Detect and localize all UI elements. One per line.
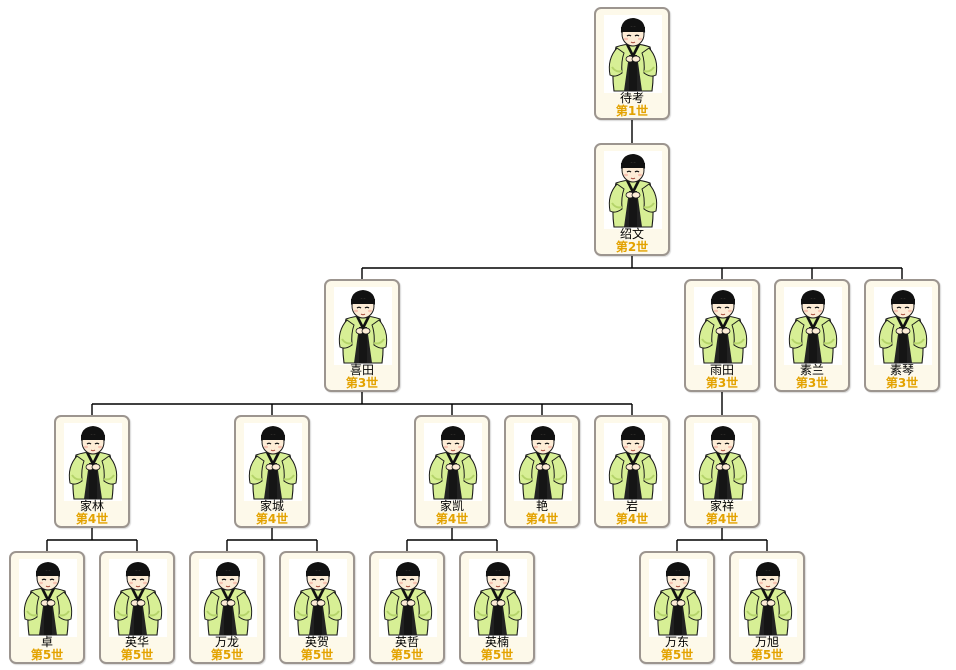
ancestor-portrait-icon bbox=[64, 423, 122, 501]
member-name: 家祥 bbox=[709, 499, 734, 513]
member-generation: 第5世 bbox=[390, 648, 424, 662]
member-card-m8[interactable]: 家城第4世 bbox=[234, 415, 310, 528]
member-card-m1[interactable]: 待考第1世 bbox=[594, 7, 670, 120]
member-card-m13[interactable]: 卓第5世 bbox=[9, 551, 85, 664]
member-card-m16[interactable]: 英贺第5世 bbox=[279, 551, 355, 664]
ancestor-portrait-icon bbox=[649, 559, 707, 637]
member-generation: 第3世 bbox=[795, 376, 829, 390]
member-card-m17[interactable]: 英哲第5世 bbox=[369, 551, 445, 664]
ancestor-portrait-icon bbox=[244, 423, 302, 501]
member-generation: 第5世 bbox=[480, 648, 514, 662]
member-name: 素琴 bbox=[889, 363, 914, 377]
ancestor-portrait-icon bbox=[334, 287, 392, 365]
ancestor-portrait-icon bbox=[289, 559, 347, 637]
ancestor-portrait-icon bbox=[784, 287, 842, 365]
member-generation: 第4世 bbox=[255, 512, 289, 526]
member-name: 英贺 bbox=[304, 635, 329, 649]
member-name: 万东 bbox=[664, 635, 689, 649]
member-name: 岩 bbox=[625, 499, 638, 513]
ancestor-portrait-icon bbox=[379, 559, 437, 637]
member-name: 喜田 bbox=[349, 363, 374, 377]
member-card-m20[interactable]: 万旭第5世 bbox=[729, 551, 805, 664]
member-name: 家凯 bbox=[439, 499, 464, 513]
member-card-m4[interactable]: 雨田第3世 bbox=[684, 279, 760, 392]
member-generation: 第5世 bbox=[120, 648, 154, 662]
member-card-m10[interactable]: 艳第4世 bbox=[504, 415, 580, 528]
member-card-m18[interactable]: 英楠第5世 bbox=[459, 551, 535, 664]
member-generation: 第4世 bbox=[705, 512, 739, 526]
member-card-m7[interactable]: 家林第4世 bbox=[54, 415, 130, 528]
ancestor-portrait-icon bbox=[424, 423, 482, 501]
member-generation: 第3世 bbox=[885, 376, 919, 390]
member-card-m9[interactable]: 家凯第4世 bbox=[414, 415, 490, 528]
member-name: 绍文 bbox=[619, 227, 644, 241]
member-name: 英华 bbox=[124, 635, 149, 649]
member-name: 雨田 bbox=[709, 363, 734, 377]
ancestor-portrait-icon bbox=[109, 559, 167, 637]
member-generation: 第4世 bbox=[525, 512, 559, 526]
member-card-m11[interactable]: 岩第4世 bbox=[594, 415, 670, 528]
ancestor-portrait-icon bbox=[739, 559, 797, 637]
member-name: 万旭 bbox=[754, 635, 779, 649]
member-generation: 第4世 bbox=[615, 512, 649, 526]
member-generation: 第5世 bbox=[750, 648, 784, 662]
ancestor-portrait-icon bbox=[874, 287, 932, 365]
member-name: 家城 bbox=[259, 499, 284, 513]
ancestor-portrait-icon bbox=[199, 559, 257, 637]
member-generation: 第4世 bbox=[435, 512, 469, 526]
member-name: 卓 bbox=[40, 635, 53, 649]
ancestor-portrait-icon bbox=[604, 15, 662, 93]
member-card-m2[interactable]: 绍文第2世 bbox=[594, 143, 670, 256]
ancestor-portrait-icon bbox=[694, 423, 752, 501]
member-card-m5[interactable]: 素兰第3世 bbox=[774, 279, 850, 392]
member-name: 素兰 bbox=[799, 363, 824, 377]
member-generation: 第5世 bbox=[660, 648, 694, 662]
member-name: 英哲 bbox=[394, 635, 419, 649]
ancestor-portrait-icon bbox=[604, 151, 662, 229]
ancestor-portrait-icon bbox=[469, 559, 527, 637]
member-card-m14[interactable]: 英华第5世 bbox=[99, 551, 175, 664]
ancestor-portrait-icon bbox=[19, 559, 77, 637]
member-card-m3[interactable]: 喜田第3世 bbox=[324, 279, 400, 392]
member-generation: 第5世 bbox=[300, 648, 334, 662]
member-generation: 第2世 bbox=[615, 240, 649, 254]
member-name: 英楠 bbox=[484, 635, 509, 649]
member-name: 艳 bbox=[535, 499, 548, 513]
member-card-m19[interactable]: 万东第5世 bbox=[639, 551, 715, 664]
member-card-m15[interactable]: 万龙第5世 bbox=[189, 551, 265, 664]
member-name: 家林 bbox=[79, 499, 104, 513]
member-generation: 第3世 bbox=[705, 376, 739, 390]
ancestor-portrait-icon bbox=[604, 423, 662, 501]
member-card-m6[interactable]: 素琴第3世 bbox=[864, 279, 940, 392]
member-generation: 第4世 bbox=[75, 512, 109, 526]
member-generation: 第5世 bbox=[210, 648, 244, 662]
ancestor-portrait-icon bbox=[694, 287, 752, 365]
ancestor-portrait-icon bbox=[514, 423, 572, 501]
member-name: 待考 bbox=[619, 91, 644, 105]
member-generation: 第1世 bbox=[615, 104, 649, 118]
member-card-m12[interactable]: 家祥第4世 bbox=[684, 415, 760, 528]
member-generation: 第5世 bbox=[30, 648, 64, 662]
member-name: 万龙 bbox=[214, 635, 239, 649]
member-generation: 第3世 bbox=[345, 376, 379, 390]
